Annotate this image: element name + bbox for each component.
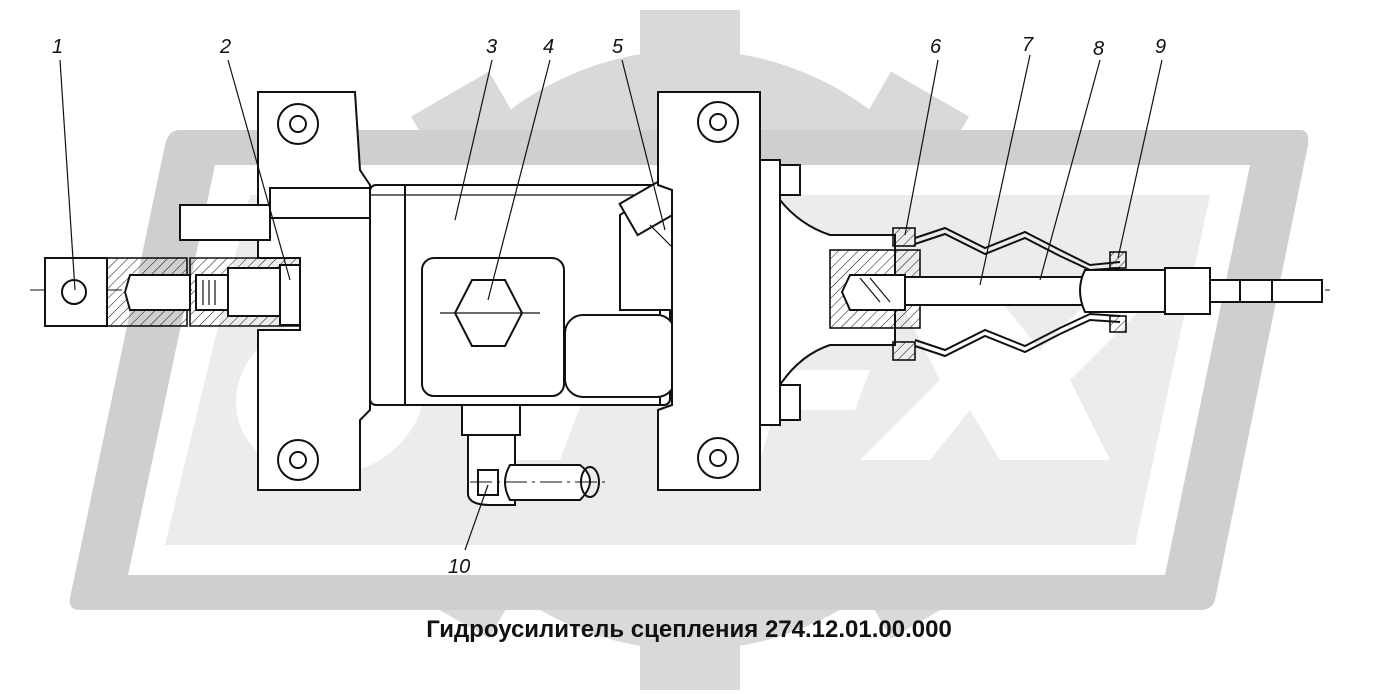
left-mounting-bracket	[179, 91, 371, 491]
clevis-fork	[44, 257, 191, 327]
protective-boot	[914, 226, 1121, 358]
callout-8: 8	[1093, 38, 1105, 60]
callout-2: 2	[220, 36, 232, 58]
callout-9: 9	[1155, 36, 1167, 58]
callout-10: 10	[448, 556, 471, 578]
leader-lines	[59, 54, 1163, 551]
hex-plug	[440, 279, 540, 347]
inlet-fitting	[461, 404, 610, 506]
callout-7: 7	[1022, 34, 1034, 56]
callout-3: 3	[486, 36, 498, 58]
retaining-ring	[892, 227, 916, 361]
main-housing	[369, 184, 676, 406]
boot-clamp	[1109, 251, 1127, 333]
callout-4: 4	[543, 36, 555, 58]
callout-6: 6	[930, 36, 942, 58]
pushrod	[904, 267, 1323, 315]
callout-1: 1	[52, 36, 64, 58]
drawing-caption: Гидроусилитель сцепления 274.12.01.00.00…	[426, 616, 952, 643]
callout-5: 5	[612, 36, 624, 58]
